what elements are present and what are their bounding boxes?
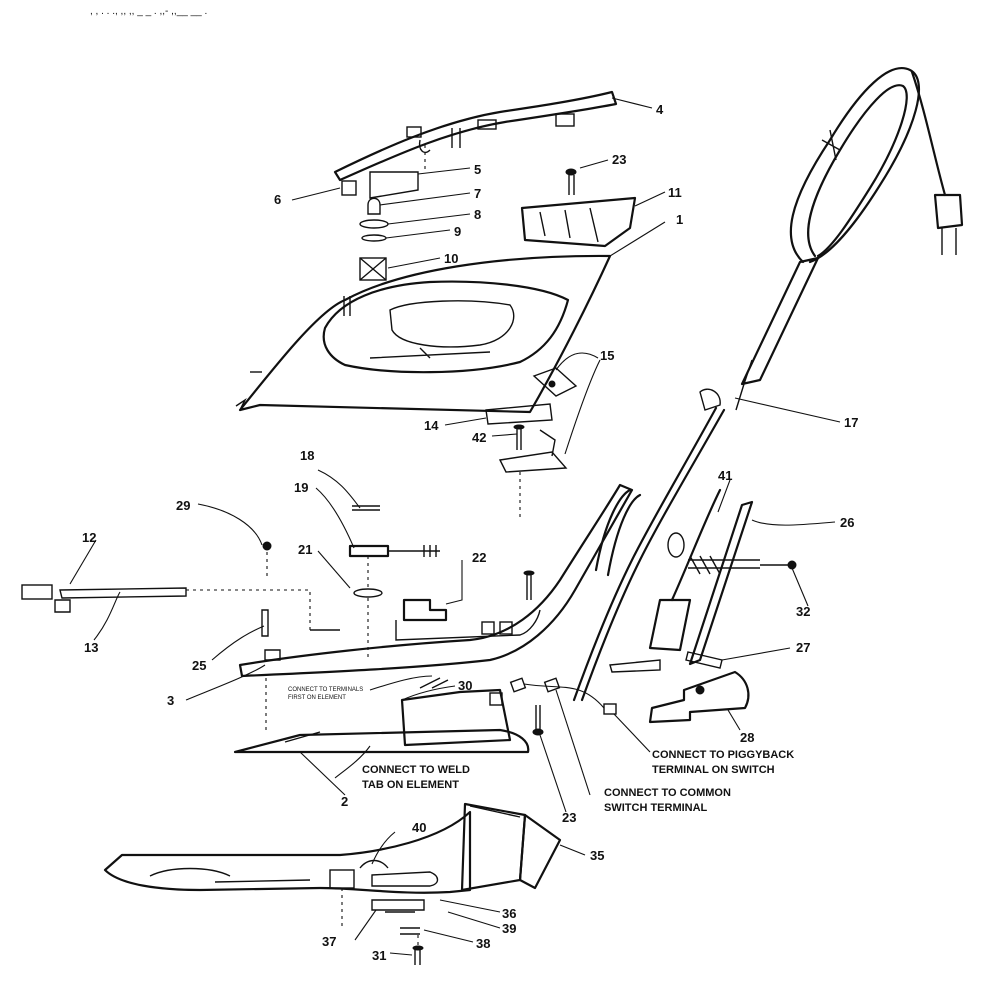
part-32-screw [760,560,797,570]
connectors [509,677,617,715]
note-common-line2: SWITCH TERMINAL [604,802,708,814]
callout: 39 [502,921,516,936]
part-15b [498,451,568,473]
callout: 18 [300,448,314,463]
callout-labels: 1 2 3 4 5 6 7 8 9 10 11 12 13 14 15 17 1… [82,102,858,963]
connection-notes: CONNECT TO WELD TAB ON ELEMENT CONNECT T… [288,675,794,814]
note-weld-tab-line2: TAB ON ELEMENT [362,779,459,791]
part-11-bracket [520,196,637,248]
part-27-clip [685,651,723,669]
callout: 10 [444,251,458,266]
part-10 [359,257,387,281]
note-piggyback-line1: CONNECT TO PIGGYBACK [652,749,794,761]
part-screw-23-top [565,168,577,195]
part-7 [367,197,381,215]
callout: 41 [718,468,732,483]
part-5 [369,171,419,199]
part-6 [341,180,357,196]
callout: 7 [474,186,481,201]
callout: 21 [298,542,312,557]
callout: 22 [472,550,486,565]
part-button-stack [341,145,426,316]
callout: 25 [192,658,206,673]
note-common-line1: CONNECT TO COMMON [604,787,731,799]
callout: 13 [84,640,98,655]
callout: 23 [562,810,576,825]
note-piggyback-line2: TERMINAL ON SWITCH [652,764,775,776]
callout: 15 [600,348,614,363]
part-handle-cover [333,90,618,182]
part-12-13-switch-rod [21,584,311,632]
part-3-frame [238,483,634,678]
part-28-trigger [648,670,750,724]
callout: 11 [668,185,682,200]
callout: 27 [796,640,810,655]
callout: 40 [412,820,426,835]
callout: 35 [590,848,604,863]
note-small-line2: FIRST ON ELEMENT [288,695,346,701]
callout: 12 [82,530,96,545]
callout: 2 [341,794,348,809]
callout: 19 [294,480,308,495]
callout: 23 [612,152,626,167]
callout: 5 [474,162,481,177]
part-15a [532,367,578,397]
callout: 14 [424,418,439,433]
callout: 8 [474,207,481,222]
callout: 31 [372,948,386,963]
part-2-soleplate [233,677,530,754]
callout: 29 [176,498,190,513]
part-1-housing [235,254,612,414]
header-fragment: , , . . ., ,, ,, _ _ . ,,- ,,__ __ . [90,6,207,17]
callout: 42 [472,430,486,445]
callout: 32 [796,604,810,619]
part-8 [359,219,389,229]
callout: 26 [840,515,854,530]
part-9 [361,234,387,242]
callout: 9 [454,224,461,239]
part-41-actuator [609,488,722,673]
callout: 36 [502,906,516,921]
note-small-line1: CONNECT TO TERMINALS [288,687,363,693]
callout: 4 [656,102,664,117]
callout: 1 [676,212,683,227]
note-weld-tab-line1: CONNECT TO WELD [362,764,470,776]
leader-lines [69,97,841,956]
callout: 3 [167,693,174,708]
part-switch-bracket [485,367,578,520]
callout: 30 [458,678,472,693]
callout: 17 [844,415,858,430]
part-14 [485,403,553,425]
callout: 38 [476,936,490,951]
callout: 37 [322,934,336,949]
callout: 28 [740,730,754,745]
part-screw-23-lower [532,705,544,736]
part-thermostat-stack [261,505,535,660]
callout: 6 [274,192,281,207]
part-base-tank [103,802,562,965]
part-26-rail [594,488,760,666]
part-17-cord-assembly [572,67,964,702]
